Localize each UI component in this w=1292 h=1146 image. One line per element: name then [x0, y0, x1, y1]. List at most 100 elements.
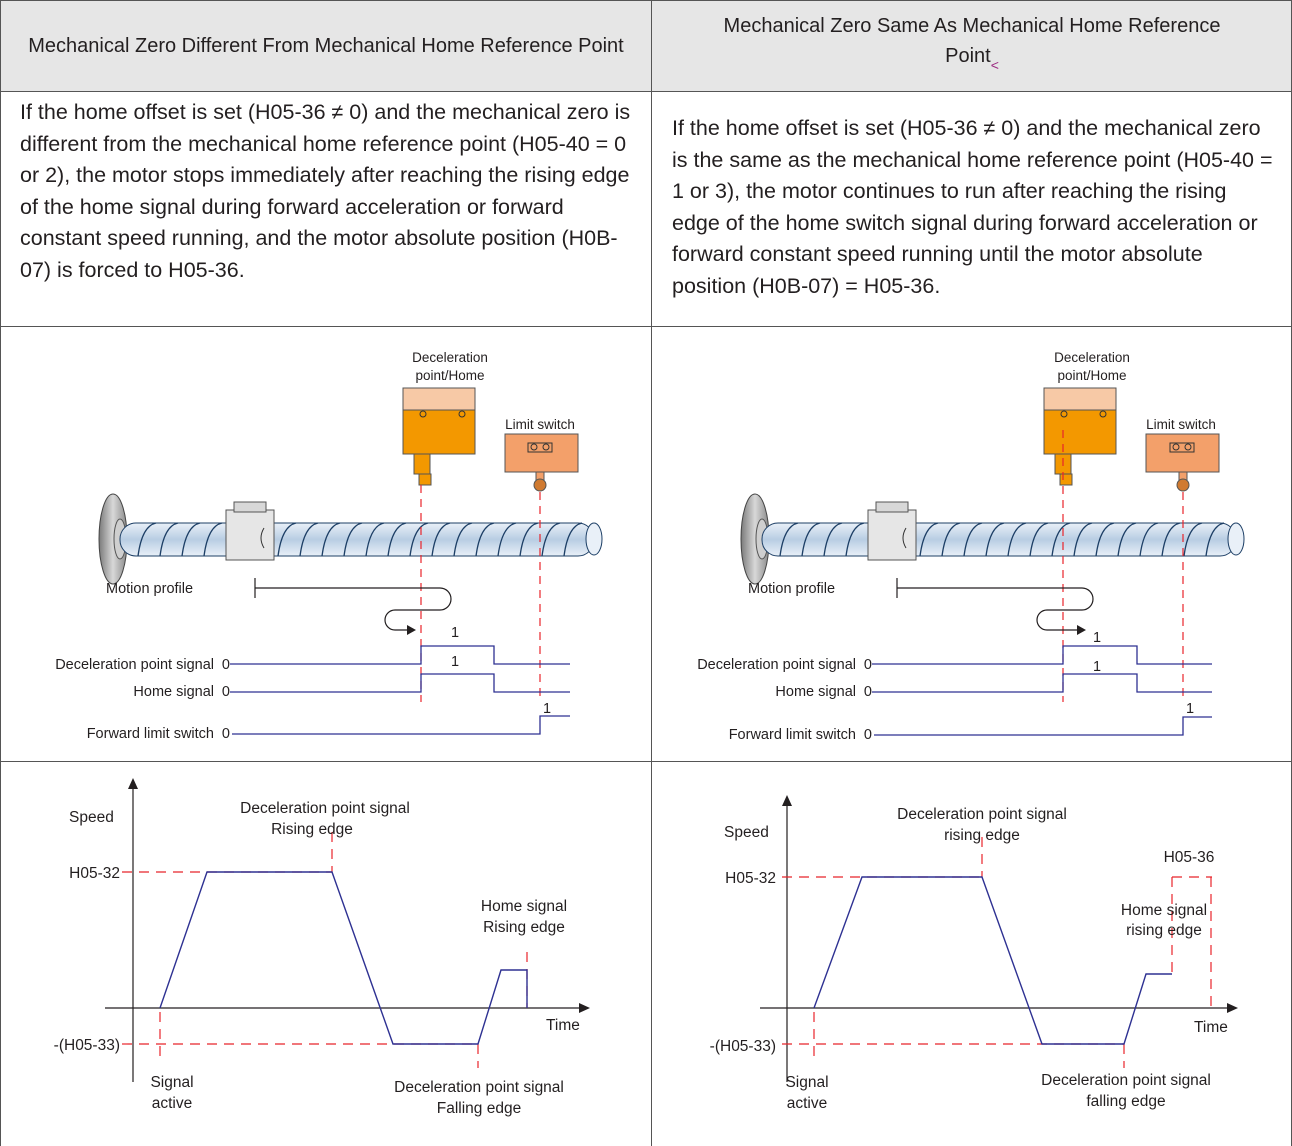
signal-limit-low: 0	[222, 726, 230, 742]
right-mechanism-diagram: Deceleration point/Home Limit switch Mot…	[697, 350, 1245, 743]
home-waveform	[230, 673, 570, 693]
signal-limit-high: 1	[1186, 701, 1194, 717]
signal-waveforms	[872, 645, 1212, 736]
ann-decel-rise-1: Deceleration point signal	[897, 806, 1067, 823]
slider-top	[875, 501, 909, 513]
signal-limit-low: 0	[864, 727, 872, 743]
right-header-mark: <	[990, 57, 999, 73]
y-offset-label: H05-36	[1164, 849, 1215, 866]
limit-label: Limit switch	[1146, 417, 1216, 432]
decel-label-2: point/Home	[415, 368, 484, 383]
home-waveform	[872, 673, 1212, 693]
motion-arrow-icon	[1077, 625, 1086, 635]
left-description: If the home offset is set (H05-36 ≠ 0) a…	[0, 97, 652, 325]
signal-decel-high: 1	[1093, 630, 1101, 646]
right-header: Mechanical Zero Same As Mechanical Home …	[652, 0, 1292, 91]
y-tick-neg: -(H05-33)	[54, 1037, 120, 1054]
right-header-text: Mechanical Zero Same As Mechanical Home …	[724, 11, 1221, 80]
limit-screw-icon	[1172, 443, 1180, 451]
ann-decel-fall-2: Falling edge	[437, 1100, 521, 1117]
reference-dashes	[122, 832, 528, 1068]
slider-block	[225, 509, 275, 561]
signal-waveforms	[230, 645, 570, 735]
ann-home-1: Home signal	[481, 898, 567, 915]
limit-switch-window	[527, 442, 553, 453]
left-speed-chart: Speed Time H05-32 -(H05-33) Deceleration…	[54, 778, 590, 1117]
decel-screw-icon-2	[1099, 410, 1107, 418]
shaft-end-icon	[585, 522, 603, 556]
limit-screw-icon	[530, 443, 538, 451]
decel-screw-icon-2	[458, 410, 466, 418]
decel-switch-neck	[413, 453, 431, 475]
table-border-left	[0, 0, 1, 1146]
ann-signal-2: active	[787, 1095, 828, 1112]
limit-switch-window	[1169, 442, 1195, 453]
decel-label-1: Deceleration	[1054, 350, 1130, 365]
motion-arrow-icon	[407, 625, 416, 635]
y-axis-label: Speed	[724, 824, 769, 841]
ann-decel-rise-1: Deceleration point signal	[240, 800, 410, 817]
ann-decel-fall-1: Deceleration point signal	[1041, 1072, 1211, 1089]
speed-profile-line	[159, 871, 528, 1045]
ann-home-2: rising edge	[1126, 922, 1202, 939]
reference-dashes	[782, 837, 1212, 1068]
signal-home-high: 1	[1093, 659, 1101, 675]
table-border-desc	[0, 326, 1292, 327]
y-axis-arrow-icon	[782, 795, 792, 806]
y-tick-pos: H05-32	[725, 870, 776, 887]
speed-annotations: Deceleration point signal Rising edge Ho…	[150, 800, 567, 1117]
decel-switch-tip	[1059, 473, 1073, 486]
left-header-text: Mechanical Zero Different From Mechanica…	[28, 34, 624, 57]
limit-label: Limit switch	[505, 417, 575, 432]
shaft-end-icon	[1227, 522, 1245, 556]
right-speed-chart: Speed Time H05-32 -(H05-33) H05-36 Decel…	[710, 795, 1238, 1112]
limit-screw-icon-2	[1184, 443, 1192, 451]
slider-top	[233, 501, 267, 513]
signal-decel-low: 0	[864, 657, 872, 673]
signal-limit-label: Forward limit switch	[87, 726, 214, 742]
y-tick-pos: H05-32	[69, 865, 120, 882]
motion-profile-path	[896, 578, 1094, 631]
right-description: If the home offset is set (H05-36 ≠ 0) a…	[652, 113, 1292, 323]
decel-label-2: point/Home	[1057, 368, 1126, 383]
limit-switch-body	[504, 433, 579, 473]
signal-home-label: Home signal	[133, 684, 214, 700]
x-axis-label: Time	[546, 1017, 580, 1034]
signal-labels: Deceleration point signal 0 Home signal …	[55, 625, 551, 742]
y-axis-label: Speed	[69, 809, 114, 826]
ann-signal-1: Signal	[150, 1074, 193, 1091]
decel-switch-tip	[418, 473, 432, 486]
slider-mark	[902, 527, 907, 549]
table-border-top	[0, 0, 1292, 1]
ann-decel-rise-2: Rising edge	[271, 821, 353, 838]
motion-profile-label: Motion profile	[106, 581, 193, 597]
limit-waveform	[874, 716, 1212, 736]
limit-roller-icon	[1176, 478, 1190, 492]
signal-limit-high: 1	[543, 701, 551, 717]
signal-decel-low: 0	[222, 657, 230, 673]
screw-threads	[137, 522, 583, 557]
table-border-middle	[651, 0, 652, 1146]
right-header-line2: Point	[945, 45, 991, 67]
ann-decel-rise-2: rising edge	[944, 827, 1020, 844]
right-description-text: If the home offset is set (H05-36 ≠ 0) a…	[672, 116, 1273, 298]
signal-limit-label: Forward limit switch	[729, 727, 856, 743]
y-axis-arrow-icon	[128, 778, 138, 789]
signal-decel-label: Deceleration point signal	[697, 657, 856, 673]
motion-profile-label: Motion profile	[748, 581, 835, 597]
ann-home-2: Rising edge	[483, 919, 565, 936]
ann-signal-1: Signal	[785, 1074, 828, 1091]
limit-switch-body	[1145, 433, 1220, 473]
left-mechanism-diagram: Deceleration point/Home Limit switch Mot…	[55, 350, 603, 742]
decel-label-1: Deceleration	[412, 350, 488, 365]
signal-home-label: Home signal	[775, 684, 856, 700]
decel-waveform	[230, 645, 570, 665]
x-axis-label: Time	[1194, 1019, 1228, 1036]
decel-screw-icon	[419, 410, 427, 418]
decel-switch-cap	[1043, 387, 1117, 411]
ann-decel-fall-2: falling edge	[1086, 1093, 1165, 1110]
decel-waveform	[872, 645, 1212, 665]
speed-annotations: Deceleration point signal rising edge Ho…	[785, 806, 1210, 1112]
speed-profile-line	[813, 876, 1172, 1045]
